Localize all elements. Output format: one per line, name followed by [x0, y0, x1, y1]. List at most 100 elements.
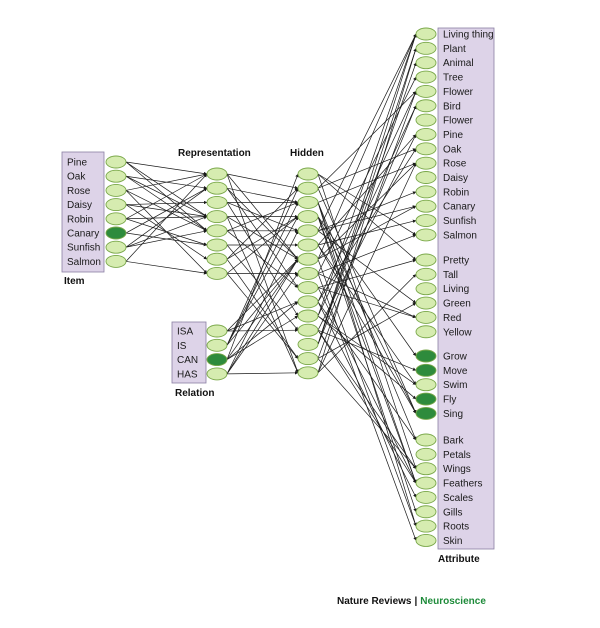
- connection: [317, 48, 417, 373]
- connection: [317, 188, 417, 414]
- attribute-unit: [415, 199, 437, 213]
- connection: [317, 358, 417, 469]
- connection: [226, 273, 299, 375]
- attribute-label: Grow: [443, 352, 468, 363]
- attribute-label: Animal: [443, 58, 474, 69]
- connection: [317, 287, 417, 484]
- attribute-label: Rose: [443, 159, 467, 170]
- connection: [226, 230, 299, 288]
- connection: [226, 258, 299, 375]
- attribute-unit: [415, 519, 437, 533]
- attribute-unit: [415, 171, 437, 184]
- attribute-label: Yellow: [443, 327, 472, 338]
- attribute-unit: [415, 113, 437, 127]
- attribute-unit: [415, 447, 437, 461]
- attribute-label: Feathers: [443, 479, 482, 490]
- representation-unit: [206, 252, 228, 266]
- item-label: Sunfish: [67, 243, 100, 254]
- attribute-unit: [415, 156, 437, 170]
- attribute-label: Petals: [443, 450, 471, 461]
- credit-section: Neuroscience: [420, 596, 486, 607]
- connection: [226, 258, 299, 332]
- connection: [317, 302, 417, 359]
- connection: [317, 202, 417, 441]
- attribute-unit: [415, 363, 437, 377]
- attribute-label: Plant: [443, 44, 466, 55]
- hidden-unit: [297, 181, 319, 195]
- hidden-layer-title: Hidden: [290, 148, 324, 159]
- connection: [317, 329, 417, 371]
- connection: [317, 33, 417, 317]
- attribute-label: Move: [443, 366, 468, 377]
- connection: [125, 187, 208, 234]
- connection: [317, 329, 417, 469]
- attribute-label: Flower: [443, 116, 474, 127]
- connection: [125, 173, 208, 262]
- item-label: Pine: [67, 158, 87, 169]
- connection: [317, 259, 417, 527]
- attribute-unit: [415, 214, 437, 228]
- connection: [125, 161, 208, 176]
- attribute-unit: [415, 406, 437, 420]
- representation-unit: [206, 238, 228, 252]
- relation-label: IS: [177, 341, 187, 352]
- attribute-label: Scales: [443, 493, 473, 504]
- credit-separator: |: [414, 596, 417, 607]
- connection: [226, 173, 299, 190]
- attribute-label: Bird: [443, 101, 461, 112]
- item-unit: [105, 254, 127, 268]
- representation-unit: [206, 181, 228, 195]
- hidden-unit: [297, 295, 319, 309]
- connection: [125, 261, 208, 275]
- connection: [226, 258, 299, 360]
- connection: [125, 216, 208, 248]
- connection: [317, 148, 417, 189]
- item-label: Salmon: [67, 257, 101, 268]
- attribute-label: Tree: [443, 73, 464, 84]
- credit-journal: Nature Reviews: [337, 596, 412, 607]
- item-layer-title: Item: [64, 276, 85, 287]
- attribute-unit: [415, 41, 437, 55]
- connection: [317, 91, 417, 359]
- connection: [317, 33, 417, 231]
- attribute-unit: [415, 228, 437, 242]
- connection: [317, 48, 417, 345]
- attribute-unit: [415, 99, 437, 113]
- item-label: Robin: [67, 214, 93, 225]
- units: [105, 27, 437, 547]
- hidden-unit: [297, 224, 319, 238]
- credit-line: Nature Reviews|Neuroscience: [337, 596, 486, 607]
- hidden-unit: [297, 366, 319, 380]
- representation-unit: [206, 224, 228, 238]
- attribute-label: Bark: [443, 436, 465, 447]
- attribute-unit: [415, 70, 437, 84]
- connection: [317, 259, 417, 288]
- connection: [317, 315, 417, 400]
- attribute-label: Canary: [443, 202, 475, 213]
- attribute-label: Swim: [443, 380, 467, 391]
- connection: [226, 244, 299, 331]
- connection: [226, 201, 299, 232]
- attribute-label: Salmon: [443, 230, 477, 241]
- attribute-label: Green: [443, 299, 471, 310]
- connection: [317, 33, 417, 260]
- representation-unit: [206, 167, 228, 181]
- relation-unit: [206, 338, 228, 352]
- attribute-label: Fly: [443, 395, 456, 406]
- attribute-label: Gills: [443, 507, 462, 518]
- connection: [226, 230, 299, 375]
- attribute-unit: [415, 310, 437, 324]
- connection: [226, 173, 299, 360]
- attribute-unit: [415, 127, 437, 141]
- item-label: Canary: [67, 229, 99, 240]
- item-unit: [105, 183, 127, 197]
- attribute-unit: [415, 267, 437, 281]
- connection: [317, 273, 417, 318]
- hidden-unit: [297, 252, 319, 266]
- attribute-label: Wings: [443, 464, 471, 475]
- connection: [125, 161, 208, 217]
- hidden-unit: [297, 323, 319, 337]
- item-label: Oak: [67, 172, 86, 183]
- connection: [317, 162, 417, 203]
